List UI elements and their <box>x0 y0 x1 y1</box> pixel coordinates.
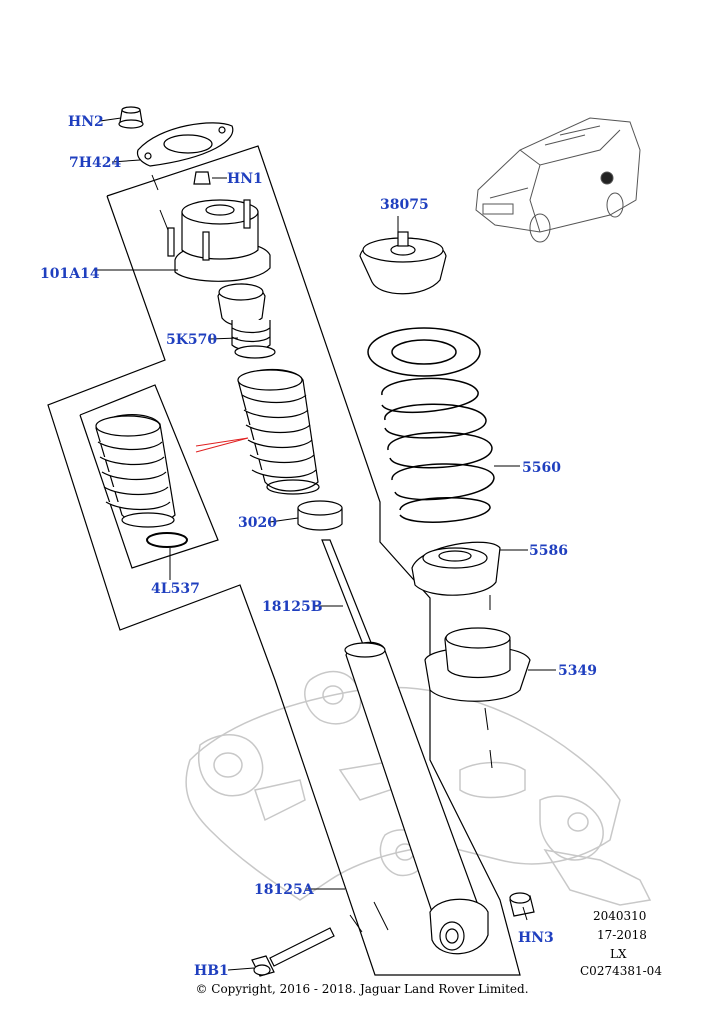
spacer-3020-drawing <box>297 500 343 531</box>
callout-18125a: 18125A <box>254 882 314 898</box>
reference-line-2: 17-2018 <box>597 928 647 942</box>
dust-cover-drawing <box>237 369 320 495</box>
spring-seat-38075-drawing <box>359 231 447 295</box>
axis-lines <box>151 174 493 933</box>
red-leader-lines <box>195 437 249 453</box>
bump-stop-5k570-drawing <box>217 283 276 359</box>
callout-hb1: HB1 <box>194 963 229 979</box>
top-mount-101a14-drawing <box>167 171 271 282</box>
bolt-hb1-drawing <box>251 927 335 977</box>
callout-hn3: HN3 <box>518 930 554 946</box>
callout-3020: 3020 <box>238 515 277 531</box>
callout-5560: 5560 <box>522 460 561 476</box>
coil-spring-5560-drawing <box>367 327 495 523</box>
isolator-5586-drawing <box>411 541 501 596</box>
dust-cover-kit-4l537-drawing <box>95 414 188 548</box>
callout-5k570: 5K570 <box>166 332 218 348</box>
callout-38075: 38075 <box>380 197 429 213</box>
callout-5586: 5586 <box>529 543 568 559</box>
callout-hn1: HN1 <box>227 171 263 187</box>
callout-18125b: 18125B <box>262 599 323 615</box>
reference-line-1: 2040310 <box>593 909 647 923</box>
callout-5349: 5349 <box>558 663 597 679</box>
nut-hn2-drawing <box>118 106 144 129</box>
callout-101a14: 101A14 <box>40 266 100 282</box>
shock-absorber-drawing <box>321 539 489 955</box>
reference-line-4: C0274381-04 <box>580 964 662 978</box>
callout-4l537: 4L537 <box>151 581 200 597</box>
nut-hn3-drawing <box>509 892 535 917</box>
label-leaders <box>94 117 556 971</box>
lower-seat-5349-drawing <box>424 627 531 702</box>
vehicle-thumbnail <box>475 117 641 243</box>
gasket-7h424-drawing <box>136 122 234 167</box>
reference-line-3: LX <box>610 947 627 961</box>
copyright-notice: © Copyright, 2016 - 2018. Jaguar Land Ro… <box>195 982 529 996</box>
callout-7h424: 7H424 <box>69 155 122 171</box>
callout-hn2: HN2 <box>68 114 104 130</box>
group-outline <box>47 145 521 976</box>
